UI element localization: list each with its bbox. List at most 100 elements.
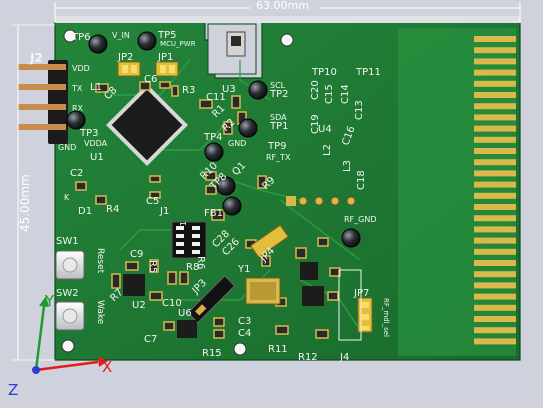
smd-part bbox=[95, 83, 109, 93]
edge-pad bbox=[474, 114, 516, 121]
smd-part bbox=[171, 85, 179, 97]
jp4-jumper[interactable] bbox=[249, 224, 289, 258]
edge-pad bbox=[474, 47, 516, 54]
label-u6: U6 bbox=[178, 308, 192, 319]
label-j1: J1 bbox=[159, 206, 169, 217]
smd-part bbox=[231, 95, 241, 109]
label-k: K bbox=[64, 193, 70, 202]
jp3-jumper[interactable] bbox=[187, 275, 236, 324]
smd-part bbox=[327, 291, 339, 301]
edge-pad bbox=[474, 136, 516, 143]
label-rf-gnd: RF_GND bbox=[344, 215, 377, 224]
test-point[interactable] bbox=[216, 176, 236, 196]
label-reset: Reset bbox=[95, 248, 105, 274]
smd-part bbox=[179, 271, 189, 285]
top-sensor bbox=[226, 31, 246, 57]
height-dimension: 45.00mm bbox=[18, 174, 32, 232]
edge-pad bbox=[474, 338, 516, 345]
label-jp7: JP7 bbox=[353, 288, 369, 299]
label-j2: J2 bbox=[29, 51, 43, 65]
test-point[interactable] bbox=[238, 118, 258, 138]
rf-vias bbox=[286, 196, 356, 206]
sw2-wake-button[interactable] bbox=[55, 301, 85, 331]
smd-part bbox=[213, 317, 225, 327]
label-c11: C11 bbox=[206, 92, 226, 103]
edge-pad bbox=[474, 260, 516, 266]
label-r11: R11 bbox=[268, 344, 288, 355]
label-c20: C20 bbox=[310, 80, 321, 100]
u2-chip bbox=[123, 274, 145, 296]
edge-pad bbox=[474, 92, 516, 98]
edge-pad bbox=[474, 215, 516, 222]
smd-part bbox=[261, 255, 271, 267]
label-c2: C2 bbox=[70, 168, 83, 179]
jp7-jumper[interactable] bbox=[357, 297, 373, 333]
smd-part bbox=[205, 185, 217, 195]
label-tp2: TP2 bbox=[269, 89, 289, 100]
edge-pad bbox=[474, 80, 516, 87]
pin-tx: TX bbox=[71, 84, 83, 93]
label-c18: C18 bbox=[356, 170, 367, 190]
label-l3: L3 bbox=[342, 160, 353, 172]
label-fb1: FB1 bbox=[204, 208, 223, 219]
label-rf-mdl-sel: RF_mdl_sel bbox=[382, 298, 390, 337]
label-c14: C14 bbox=[340, 84, 351, 104]
test-point[interactable] bbox=[222, 196, 242, 216]
label-u4: U4 bbox=[318, 124, 332, 135]
smd-part bbox=[315, 329, 329, 339]
j1-switch-block[interactable] bbox=[171, 221, 207, 259]
label-r3: R3 bbox=[182, 85, 195, 96]
label-u3: U3 bbox=[222, 84, 236, 95]
pin-vdd: VDD bbox=[72, 64, 90, 73]
label-sda: SDA bbox=[270, 113, 287, 122]
test-point[interactable] bbox=[66, 110, 86, 130]
edge-pad bbox=[474, 293, 516, 300]
edge-pad bbox=[474, 159, 516, 166]
test-point[interactable] bbox=[248, 80, 268, 100]
pin-rx: RX bbox=[72, 104, 84, 113]
smd-part bbox=[199, 99, 213, 109]
label-c4: C4 bbox=[238, 328, 251, 339]
edge-pad bbox=[474, 204, 516, 210]
edge-pad bbox=[474, 282, 516, 289]
label-c9: C9 bbox=[130, 249, 143, 260]
label-jp1: JP1 bbox=[157, 52, 173, 63]
test-points[interactable] bbox=[66, 31, 361, 248]
smd-part bbox=[149, 191, 161, 199]
smd-part bbox=[149, 175, 161, 183]
smd-part bbox=[111, 273, 121, 289]
test-point[interactable] bbox=[204, 142, 224, 162]
smd-part bbox=[317, 237, 329, 247]
label-r4: R4 bbox=[106, 204, 119, 215]
label-tp9: TP9 bbox=[267, 141, 287, 152]
smd-part bbox=[149, 291, 163, 301]
smd-part bbox=[205, 171, 217, 181]
test-point[interactable] bbox=[137, 31, 157, 51]
label-u1: U1 bbox=[90, 152, 104, 163]
label-tp3: TP3 bbox=[79, 128, 99, 139]
smd-part bbox=[95, 195, 107, 205]
test-point[interactable] bbox=[341, 228, 361, 248]
smd-part bbox=[211, 209, 225, 221]
label-l1: L1 bbox=[90, 82, 102, 93]
pin-gnd: GND bbox=[58, 143, 76, 152]
j2-pin-header[interactable]: J2 VDD TX RX GND bbox=[18, 51, 90, 152]
test-point[interactable] bbox=[88, 34, 108, 54]
axis-y-label: Y bbox=[44, 292, 55, 310]
label-sw2: SW2 bbox=[56, 288, 79, 299]
label-tp11: TP11 bbox=[355, 67, 381, 78]
label-r6: R6 bbox=[195, 256, 206, 269]
label-scl: SCL bbox=[270, 81, 286, 90]
smd-part bbox=[223, 121, 233, 135]
label-tp10: TP10 bbox=[311, 67, 337, 78]
edge-pad bbox=[474, 226, 516, 233]
label-r15: R15 bbox=[202, 348, 222, 359]
edge-pad bbox=[474, 237, 516, 244]
label-c3: C3 bbox=[238, 316, 251, 327]
label-gnd: GND bbox=[228, 139, 246, 148]
edge-pad bbox=[474, 271, 516, 278]
sw1-reset-button[interactable] bbox=[55, 250, 85, 280]
jumpers-top[interactable] bbox=[117, 61, 179, 77]
